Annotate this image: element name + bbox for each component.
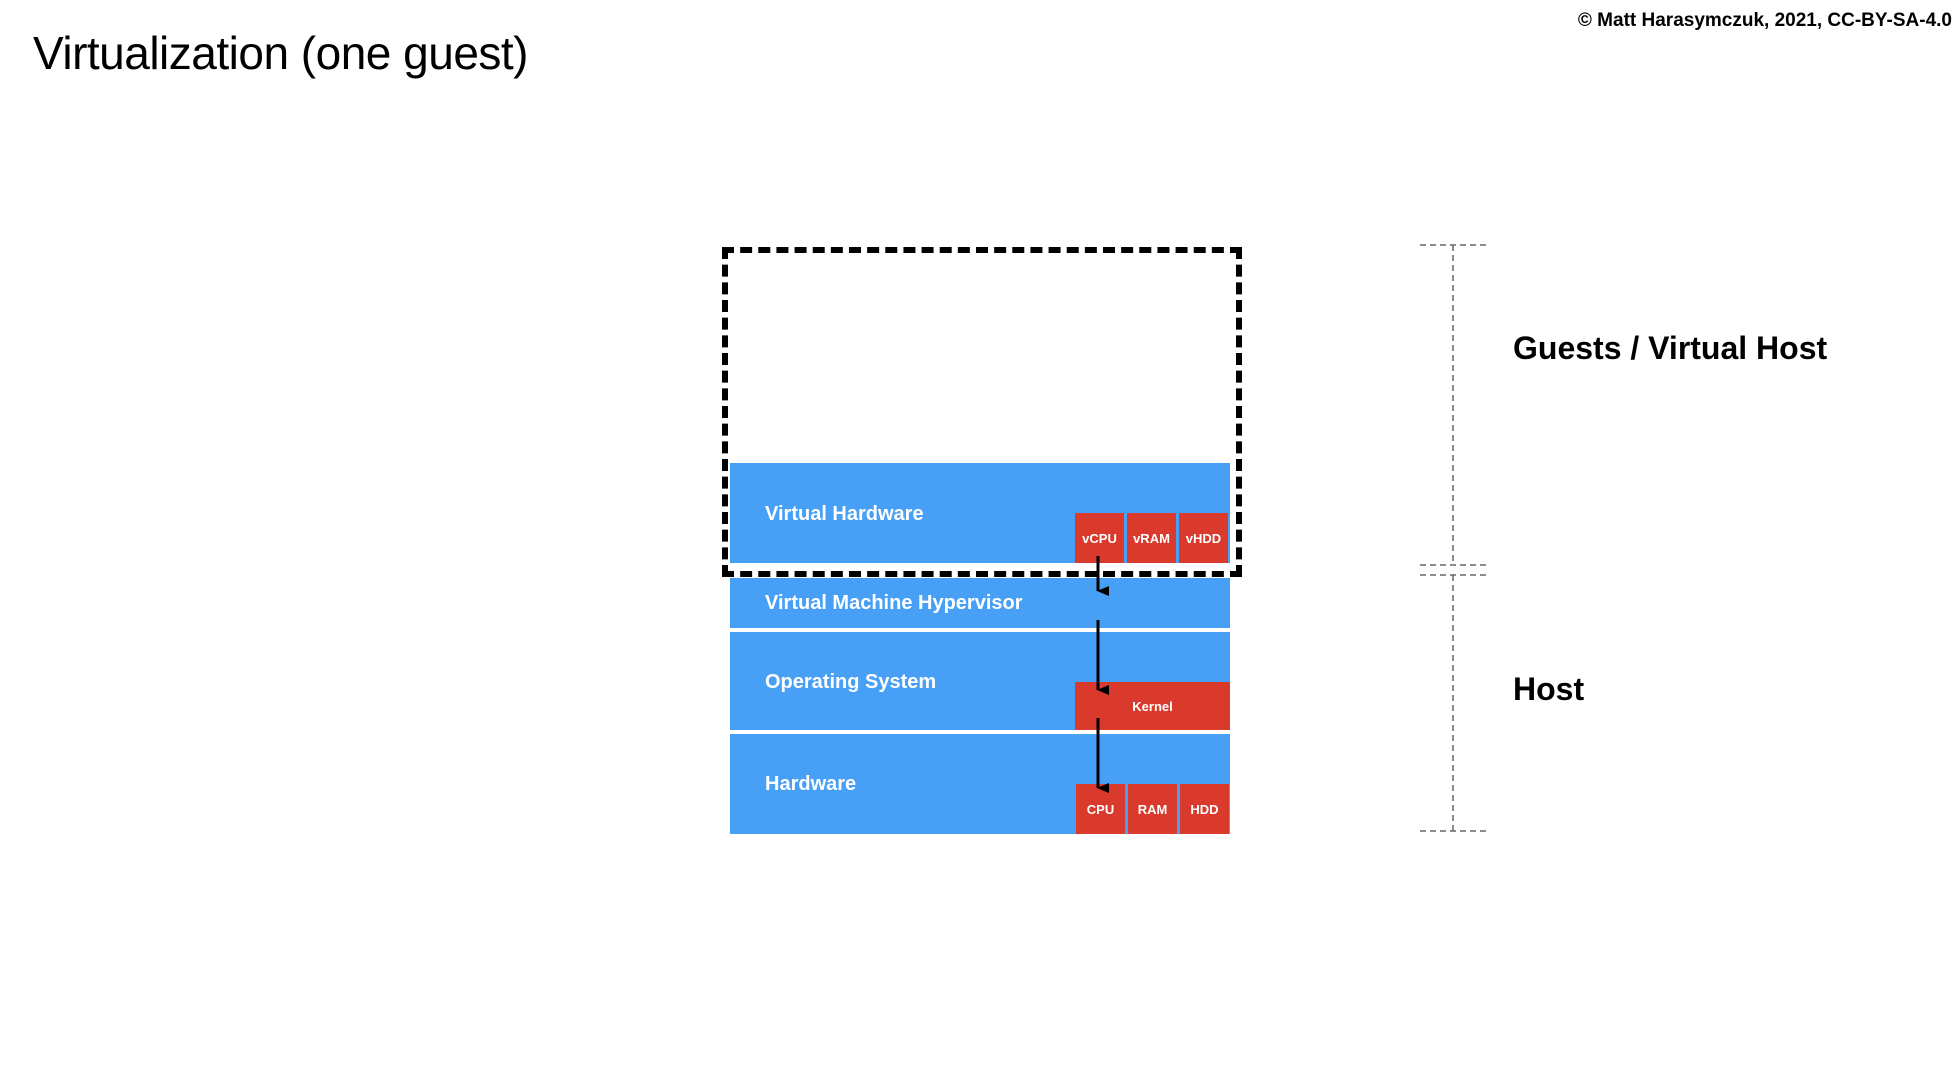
guests-virtual-host-label: Guests / Virtual Host xyxy=(1513,330,1828,366)
host-label: Host xyxy=(1513,671,1585,707)
operating-system-label: Operating System xyxy=(765,671,937,693)
guest-boundary-dashed-box xyxy=(722,247,1242,577)
hardware-layer: Hardware CPU RAM HDD xyxy=(730,734,1230,834)
operating-system-layer: Operating System Kernel xyxy=(730,632,1230,730)
virtual-hardware-layer: Virtual Hardware vCPU vRAM vHDD xyxy=(730,463,1230,563)
hypervisor-label: Virtual Machine Hypervisor xyxy=(765,592,1023,614)
ram-chip: RAM xyxy=(1128,784,1177,834)
guests-bracket xyxy=(1420,244,1488,566)
host-bracket xyxy=(1420,574,1488,832)
vram-chip: vRAM xyxy=(1127,513,1176,563)
hdd-chip: HDD xyxy=(1180,784,1229,834)
vcpu-chip: vCPU xyxy=(1075,513,1124,563)
hypervisor-layer: Virtual Machine Hypervisor xyxy=(730,578,1230,628)
hardware-label: Hardware xyxy=(765,773,857,795)
copyright-credit: © Matt Harasymczuk, 2021, CC-BY-SA-4.0 xyxy=(1577,10,1952,31)
kernel-chip: Kernel xyxy=(1075,682,1230,730)
vhdd-chip: vHDD xyxy=(1179,513,1228,563)
cpu-chip: CPU xyxy=(1076,784,1125,834)
page-title: Virtualization (one guest) xyxy=(33,27,529,79)
virtual-hardware-label: Virtual Hardware xyxy=(765,503,924,525)
